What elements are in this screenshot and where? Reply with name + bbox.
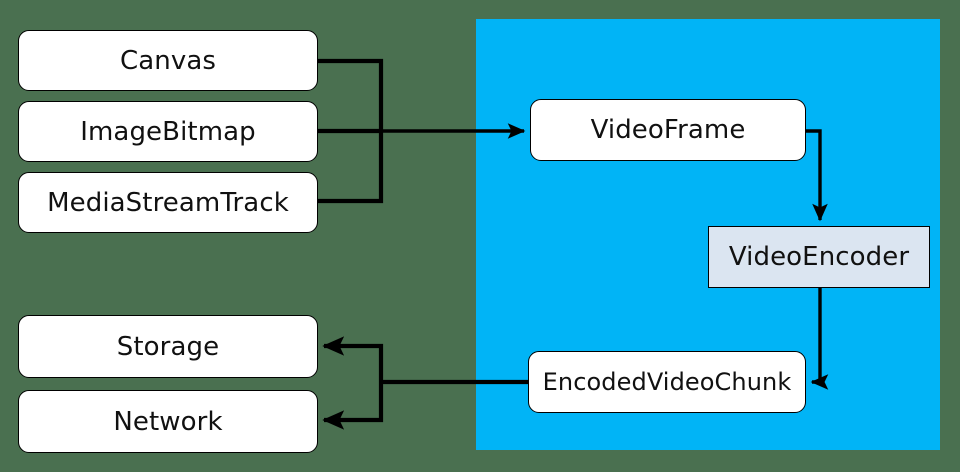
node-video-encoder-label: VideoEncoder [728, 242, 910, 272]
node-encoded-video-chunk[interactable]: EncodedVideoChunk [528, 351, 806, 413]
edge-video-frame-to-video-encoder [806, 129, 828, 222]
edge-media-stream-track-to-junction [318, 131, 384, 204]
node-network[interactable]: Network [18, 390, 318, 453]
node-canvas[interactable]: Canvas [18, 30, 318, 91]
node-storage-label: Storage [116, 331, 220, 362]
node-video-frame[interactable]: VideoFrame [530, 99, 806, 161]
node-video-encoder[interactable]: VideoEncoder [708, 226, 930, 288]
source-bracket-connectors [318, 58, 384, 204]
edge-video-encoder-to-encoded-video-chunk [810, 288, 829, 390]
edge-canvas-to-junction [318, 58, 384, 131]
node-storage[interactable]: Storage [18, 315, 318, 378]
edge-junction-to-storage [322, 336, 384, 382]
edge-junction-to-network [322, 382, 384, 430]
node-video-frame-label: VideoFrame [590, 115, 746, 145]
node-image-bitmap[interactable]: ImageBitmap [18, 101, 318, 162]
node-network-label: Network [113, 406, 223, 437]
node-encoded-video-chunk-label: EncodedVideoChunk [542, 368, 792, 396]
node-image-bitmap-label: ImageBitmap [80, 116, 256, 147]
node-canvas-label: Canvas [119, 45, 217, 76]
node-media-stream-track-label: MediaStreamTrack [47, 187, 289, 218]
node-media-stream-track[interactable]: MediaStreamTrack [18, 172, 318, 233]
